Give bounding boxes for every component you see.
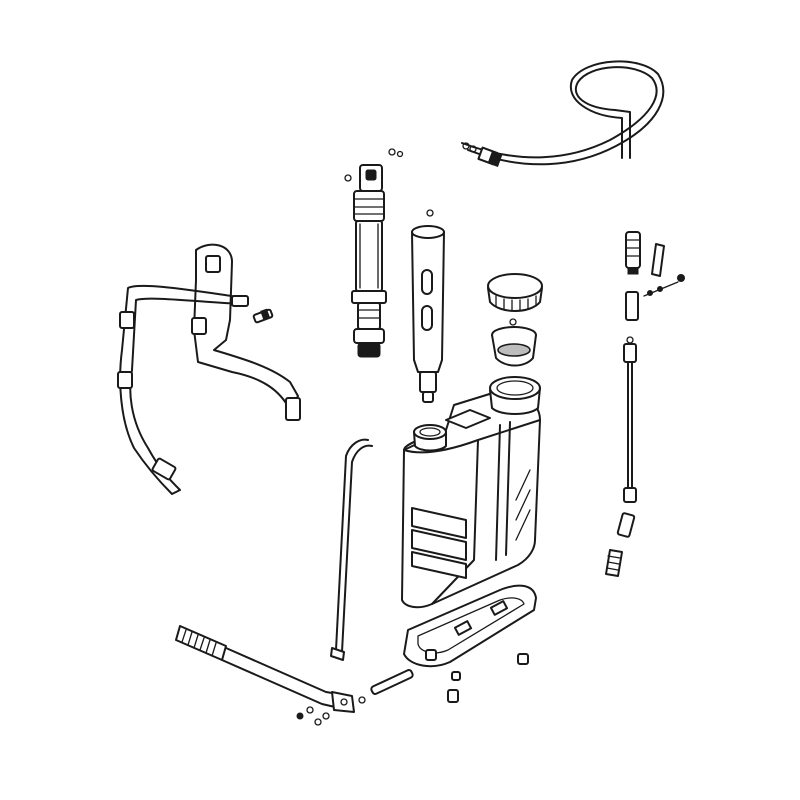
wand-hose: [461, 60, 665, 167]
pressure-chamber: [411, 209, 445, 403]
nozzle: [605, 512, 636, 577]
connecting-pin: [358, 669, 414, 704]
pump-assembly: [344, 148, 404, 358]
handle-fittings: [296, 706, 330, 726]
tank-lid: [487, 273, 543, 312]
pump-handle: [175, 625, 355, 726]
filter-basket: [491, 318, 537, 367]
tank-filler-neck: [489, 376, 541, 415]
tank-grip-ribs: [411, 507, 467, 579]
pump-rod: [330, 438, 373, 661]
strap-clip: [252, 308, 274, 324]
small-fittings: [447, 653, 529, 703]
tank-base: [403, 584, 537, 668]
shoulder-straps: [117, 243, 301, 495]
spray-lance: [623, 336, 637, 503]
handle-grip: [175, 625, 227, 661]
hose-fittings: [462, 142, 503, 167]
tank-pump-neck: [413, 424, 447, 452]
tank: [401, 376, 541, 609]
trigger-valve: [625, 231, 685, 321]
